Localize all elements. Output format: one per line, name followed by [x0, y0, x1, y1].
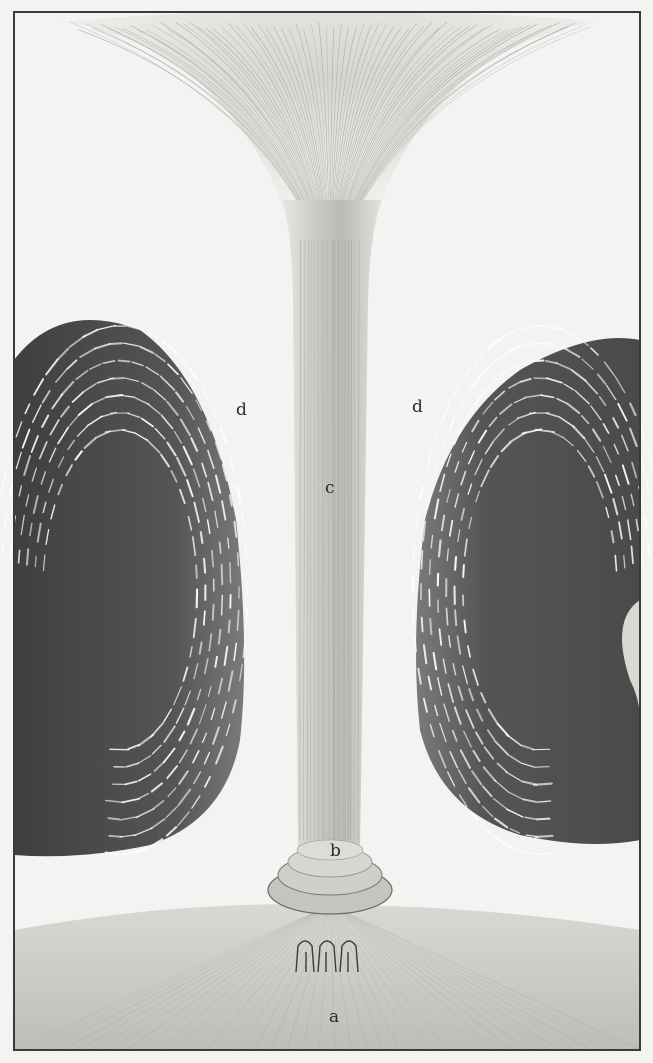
- ground: [14, 904, 640, 1050]
- label-d-left: d: [236, 400, 247, 420]
- label-d-right: d: [412, 397, 423, 417]
- label-b: b: [330, 841, 341, 861]
- label-a: a: [329, 1007, 339, 1027]
- label-c: c: [325, 478, 335, 498]
